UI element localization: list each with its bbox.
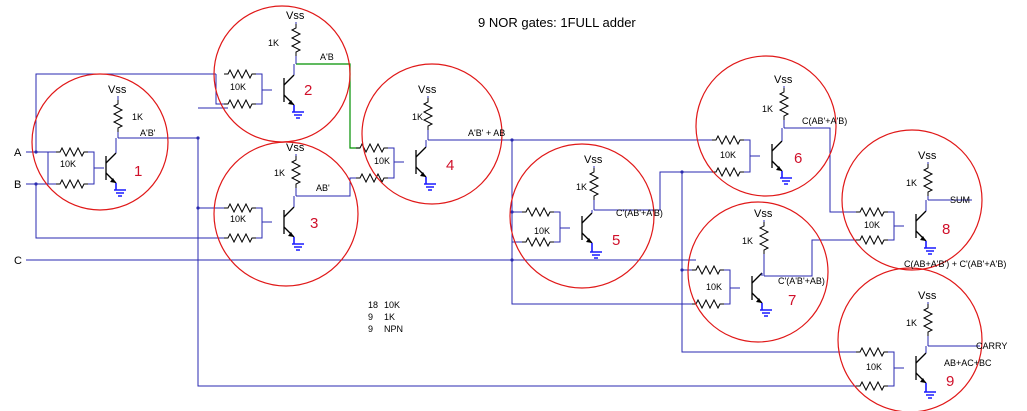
gate-output-2: A'B bbox=[320, 52, 334, 62]
r10k-label-4: 10K bbox=[374, 156, 390, 166]
gate-ring-1 bbox=[31, 73, 169, 211]
bom-qty-1: 18 bbox=[368, 300, 378, 310]
r10k-label-5: 10K bbox=[534, 226, 550, 236]
gate-ring-3 bbox=[213, 141, 359, 287]
transistors bbox=[105, 64, 937, 399]
gate-output-4: A'B' + AB bbox=[468, 128, 505, 138]
gate-ring-7 bbox=[687, 201, 829, 343]
gate-number-3: 3 bbox=[310, 215, 318, 232]
vss-label-7: Vss bbox=[754, 208, 773, 220]
gate-ring-2 bbox=[213, 5, 351, 143]
gate-output-7: C'(A'B'+AB) bbox=[778, 276, 825, 286]
r1k-label-9: 1K bbox=[906, 318, 917, 328]
r1k-label-4: 1K bbox=[412, 112, 423, 122]
input-c-label: C bbox=[14, 255, 22, 267]
vss-label-3: Vss bbox=[286, 142, 305, 154]
gate-number-1: 1 bbox=[134, 163, 142, 180]
r10k-label-2: 10K bbox=[230, 82, 246, 92]
gate-ring-8 bbox=[841, 129, 983, 271]
r10k-label-3: 10K bbox=[230, 214, 246, 224]
r1k-label-8: 1K bbox=[906, 178, 917, 188]
r10k-label-1: 10K bbox=[60, 159, 76, 169]
r10k-label-6: 10K bbox=[720, 150, 736, 160]
gate-ring-9 bbox=[837, 267, 983, 411]
gate-output-9: CARRY bbox=[976, 341, 1007, 351]
gate-number-4: 4 bbox=[446, 157, 454, 174]
r1k-label-1: 1K bbox=[132, 112, 143, 122]
input-a-label: A bbox=[14, 147, 22, 159]
gate-output-1: A'B' bbox=[140, 128, 156, 138]
diagram-title: 9 NOR gates: 1FULL adder bbox=[478, 15, 636, 30]
bom-part-2: 1K bbox=[384, 312, 395, 322]
gate-ring-6 bbox=[695, 55, 837, 197]
gate-ring-4 bbox=[361, 63, 503, 205]
vss-label-9: Vss bbox=[918, 290, 937, 302]
gate-number-7: 7 bbox=[788, 292, 796, 309]
gate-output-6: C(AB'+A'B) bbox=[802, 116, 847, 126]
bill-of-materials: 18 10K 9 1K 9 NPN bbox=[368, 300, 403, 334]
r1k-label-2: 1K bbox=[268, 38, 279, 48]
gate-rings bbox=[31, 5, 983, 411]
pullup-resistors bbox=[113, 22, 933, 346]
vss-label-8: Vss bbox=[918, 150, 937, 162]
gate-note-8: C(AB+A'B') + C'(AB'+A'B) bbox=[904, 259, 1006, 269]
input-b-label: B bbox=[14, 179, 21, 191]
gate-output-5: C'(AB'+A'B) bbox=[616, 208, 663, 218]
vss-label-4: Vss bbox=[418, 84, 437, 96]
gate-output-8: SUM bbox=[950, 195, 970, 205]
vss-label-2: Vss bbox=[286, 10, 305, 22]
bom-qty-2: 9 bbox=[368, 312, 373, 322]
r10k-label-7: 10K bbox=[706, 282, 722, 292]
gate-number-6: 6 bbox=[794, 150, 802, 167]
r1k-label-5: 1K bbox=[576, 182, 587, 192]
wires bbox=[26, 63, 980, 387]
gate-note-9: AB+AC+BC bbox=[944, 358, 992, 368]
r1k-label-6: 1K bbox=[762, 104, 773, 114]
bom-part-1: 10K bbox=[384, 300, 400, 310]
gate-number-2: 2 bbox=[304, 82, 312, 99]
vss-label-6: Vss bbox=[774, 74, 793, 86]
bom-part-3: NPN bbox=[384, 324, 403, 334]
gate-number-9: 9 bbox=[946, 373, 954, 390]
vss-label-5: Vss bbox=[584, 154, 603, 166]
gate-number-8: 8 bbox=[942, 221, 950, 238]
junctions bbox=[34, 136, 684, 272]
gate-output-3: AB' bbox=[316, 183, 330, 193]
gate-ring-5 bbox=[509, 143, 655, 289]
vss-label-1: Vss bbox=[108, 84, 127, 96]
r1k-label-7: 1K bbox=[742, 236, 753, 246]
r1k-label-3: 1K bbox=[274, 168, 285, 178]
r10k-label-9: 10K bbox=[866, 362, 882, 372]
gate-number-5: 5 bbox=[612, 232, 620, 249]
r10k-label-8: 10K bbox=[864, 220, 880, 230]
bom-qty-3: 9 bbox=[368, 324, 373, 334]
